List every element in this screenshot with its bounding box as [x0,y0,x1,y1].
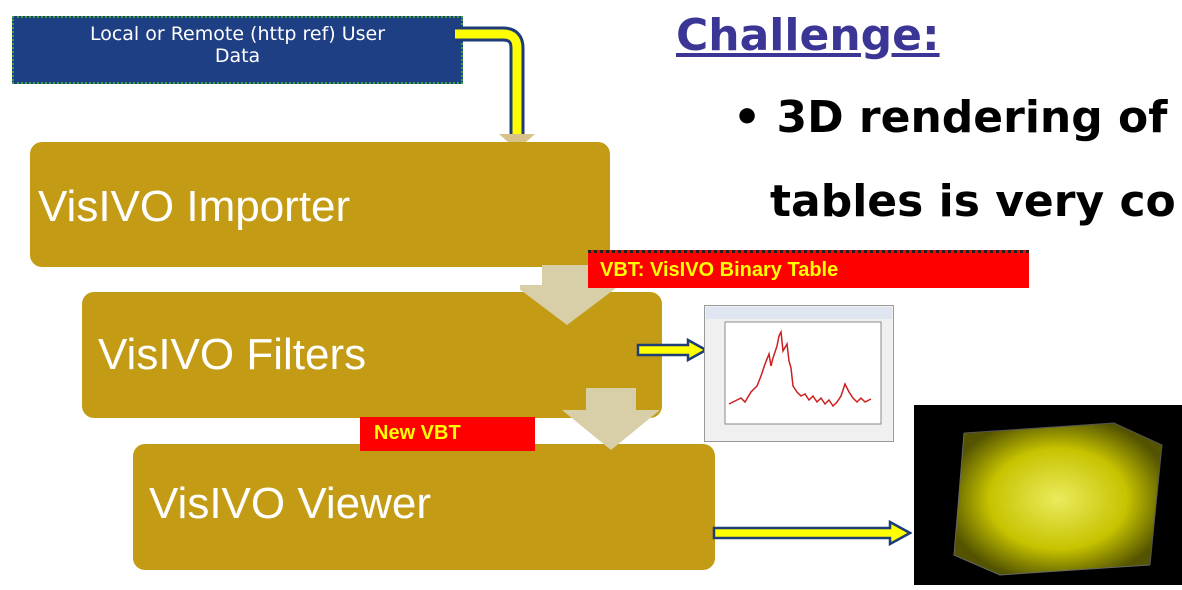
render-thumbnail [914,405,1182,585]
arrow-to-plot [636,338,708,362]
new-vbt-tag: New VBT [360,417,535,451]
viewer-label: VisIVO Viewer [149,479,432,528]
viewer-block: VisIVO Viewer [133,444,715,570]
new-vbt-tag-label: New VBT [374,422,461,444]
user-data-label-line2: Data [214,45,261,67]
vbt-tag: VBT: VisIVO Binary Table [588,250,1029,288]
bullet-text-line1: 3D rendering of [776,92,1168,143]
bullet-dot: • [733,92,762,143]
challenge-bullet-line2: tables is very co [770,176,1176,227]
user-data-box: Local or Remote (http ref) User Data [12,16,463,84]
importer-block: VisIVO Importer [30,142,610,267]
connector-arrow [455,26,535,150]
vbt-tag-label: VBT: VisIVO Binary Table [600,259,839,281]
down-arrow-2 [562,388,660,450]
challenge-bullet-line1: • 3D rendering of [733,92,1167,143]
plot-thumbnail-image [706,307,892,425]
importer-label: VisIVO Importer [38,182,351,231]
down-arrow-1 [520,265,620,325]
user-data-label-line1: Local or Remote (http ref) User [89,23,386,45]
filters-label: VisIVO Filters [98,330,367,379]
challenge-title: Challenge: [676,10,940,61]
render-thumbnail-image [953,422,1163,576]
arrow-to-render [712,520,912,546]
plot-thumbnail [704,305,894,442]
